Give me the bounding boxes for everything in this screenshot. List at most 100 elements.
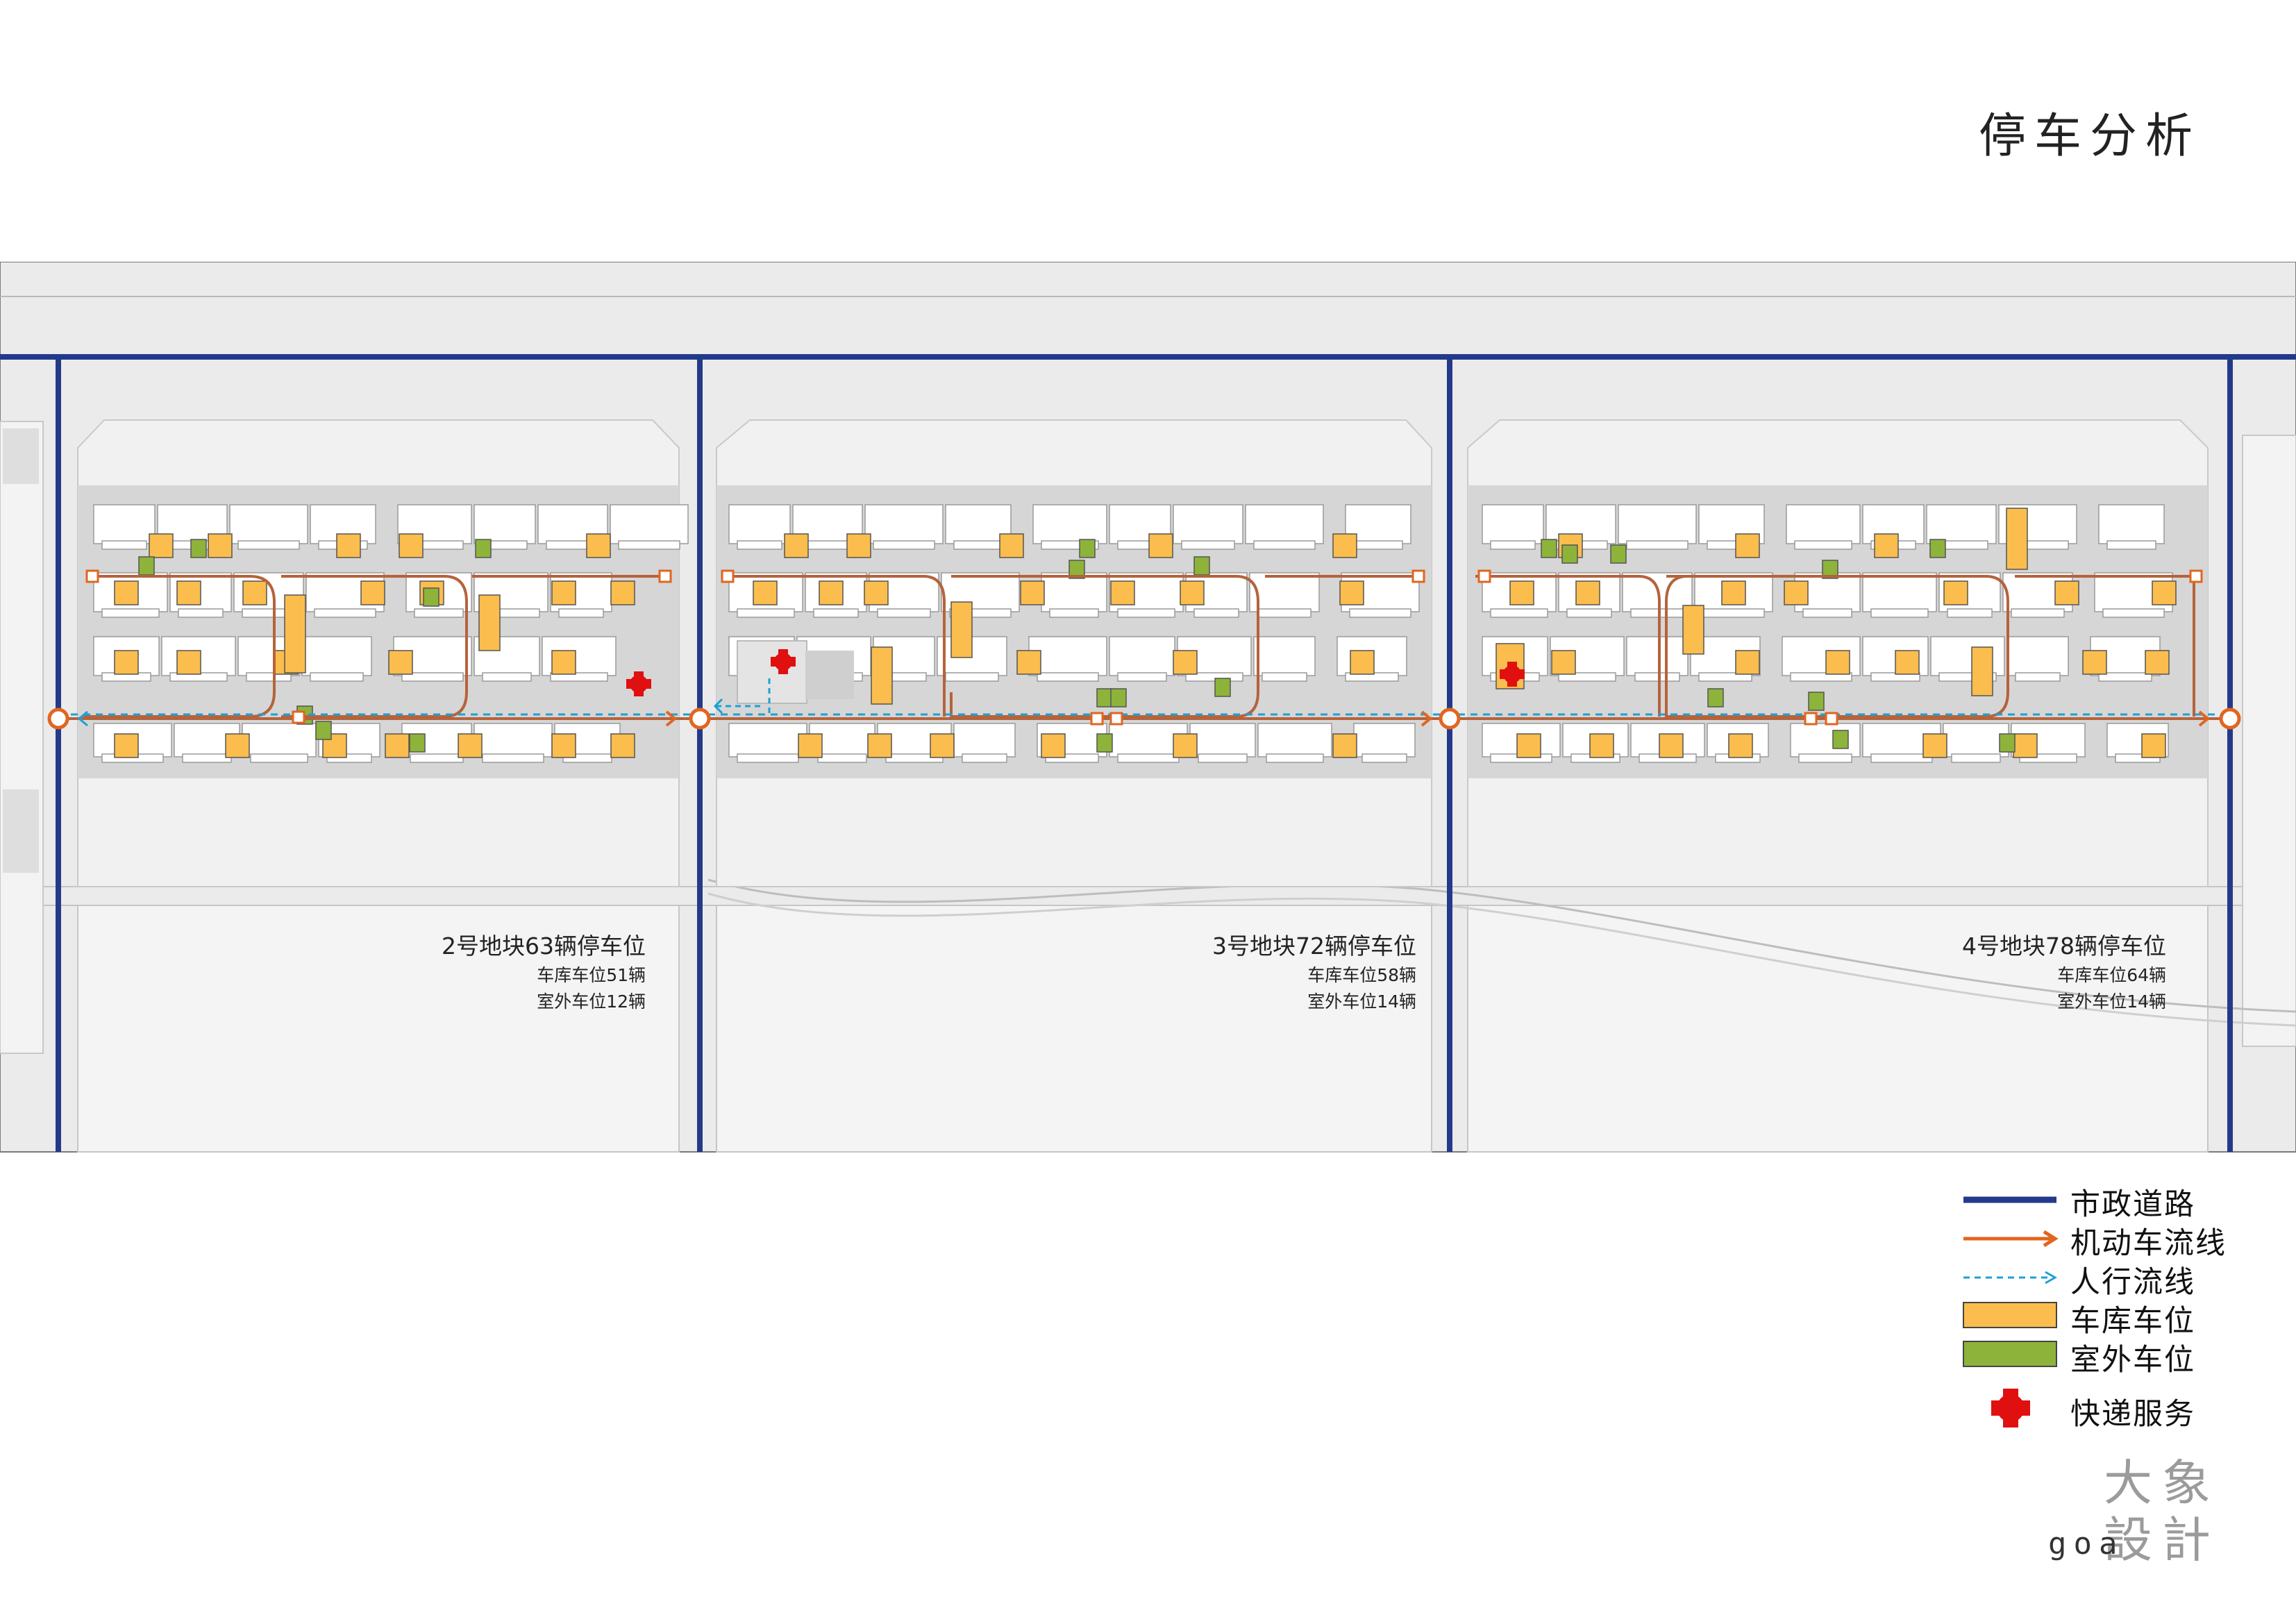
express-service-icon [1991, 1389, 2030, 1428]
outdoor-parking-spots [138, 539, 2016, 753]
building-wing [873, 540, 935, 550]
building-wing [558, 608, 604, 618]
legend-pedestrian-flow-label: 人行流线 [2070, 1265, 2195, 1300]
brand-latin: goa [2048, 1526, 2125, 1562]
building-wing [1253, 540, 1316, 550]
plot-2-garage: 车库车位51辆 [537, 965, 646, 985]
building-wing [1566, 608, 1612, 618]
building [1249, 572, 1320, 612]
outdoor-spot [138, 556, 155, 576]
garage-spot [1509, 580, 1534, 605]
plot-4-garage: 车库车位64辆 [2057, 965, 2166, 985]
garage-spot [610, 580, 635, 605]
building-wing [1951, 753, 2001, 763]
garage-spot [784, 533, 809, 558]
garage-spot [1020, 580, 1045, 605]
garage-spot [399, 533, 424, 558]
garage-spot [586, 533, 611, 558]
legend-garage-parking: 车库车位 [1962, 1297, 2281, 1339]
building-wing [885, 753, 944, 763]
outdoor-spot [423, 587, 439, 607]
legend-municipal-road-label: 市政道路 [2070, 1187, 2195, 1222]
garage-spot [1516, 733, 1541, 758]
plot-2-outdoor: 室外车位12辆 [537, 991, 646, 1012]
brand-line-1: 大象 [2104, 1455, 2220, 1512]
building [474, 504, 536, 544]
garage-spot [336, 533, 361, 558]
building [1790, 723, 1861, 757]
garage-spot [208, 533, 233, 558]
garage-spot [388, 650, 413, 675]
building [1786, 504, 1861, 544]
outdoor-spot [190, 539, 207, 558]
garage-spot [864, 580, 889, 605]
garage-spot [798, 733, 823, 758]
garage-spot [1339, 580, 1364, 605]
garage-block [950, 601, 973, 658]
building-wing [1794, 540, 1852, 550]
garage-spot [551, 580, 576, 605]
building-wing [1634, 672, 1680, 682]
building-wing [1558, 672, 1616, 682]
building [474, 723, 553, 757]
building [1926, 504, 1997, 544]
building-wing [1117, 672, 1167, 682]
legend-municipal-road: 市政道路 [1962, 1180, 2281, 1222]
garage-spot [225, 733, 250, 758]
building-wing [813, 608, 859, 618]
garage-spot [1173, 650, 1198, 675]
garage-spot [385, 733, 410, 758]
legend-garage-parking-label: 车库车位 [2070, 1304, 2195, 1339]
building [301, 636, 372, 676]
garage-spot [1735, 533, 1760, 558]
building-wing [1266, 753, 1324, 763]
lower-plot-2 [716, 905, 1432, 1153]
building-wing [1262, 672, 1307, 682]
garage-spot [176, 650, 201, 675]
building-wing [182, 753, 232, 763]
building-wing [1361, 753, 1407, 763]
building-wing [1117, 608, 1175, 618]
building-wing [1790, 672, 1852, 682]
garage-spot [1180, 580, 1205, 605]
outdoor-spot [1610, 544, 1627, 564]
building-wing [250, 753, 308, 763]
garage-spot [1721, 580, 1746, 605]
building-wing [1626, 540, 1689, 550]
garage-spot [458, 733, 483, 758]
building-wing [314, 608, 376, 618]
building-wing [2011, 608, 2065, 618]
garage-spot [1110, 580, 1135, 605]
building-wing [178, 608, 224, 618]
municipal-roads [0, 354, 2296, 1152]
building-wing [2102, 608, 2165, 618]
building [1257, 723, 1332, 757]
plot-4-total: 4号地块78辆停车位 [1962, 932, 2166, 960]
plot-2-total: 2号地块63辆停车位 [442, 932, 646, 960]
garage-spot [2082, 650, 2107, 675]
vehicle-flow-arrow-icon [1963, 1230, 2059, 1248]
building-wing [1257, 608, 1312, 618]
garage-spot [242, 580, 267, 605]
garage-spot [1148, 533, 1173, 558]
building [728, 504, 791, 544]
outdoor-spot [1193, 556, 1210, 576]
outdoor-spot [1561, 544, 1578, 564]
building [229, 504, 308, 544]
building-wing [1798, 753, 1852, 763]
building-wing [962, 753, 1007, 763]
building [1862, 572, 1937, 612]
garage-block [1971, 646, 1993, 696]
garage-spot [149, 533, 174, 558]
building-wing [737, 540, 782, 550]
plot-3-garage: 车库车位58辆 [1307, 965, 1416, 985]
outdoor-spot [1929, 539, 1946, 558]
site-plan-map [0, 262, 2296, 1153]
garage-spot [867, 733, 892, 758]
outdoor-spot [1808, 692, 1825, 711]
building-wing [101, 608, 160, 618]
garage-spot [2054, 580, 2079, 605]
building-wing [877, 608, 931, 618]
pedestrian-flow-arrow-icon [1963, 1271, 2058, 1284]
garage-spot [846, 533, 871, 558]
